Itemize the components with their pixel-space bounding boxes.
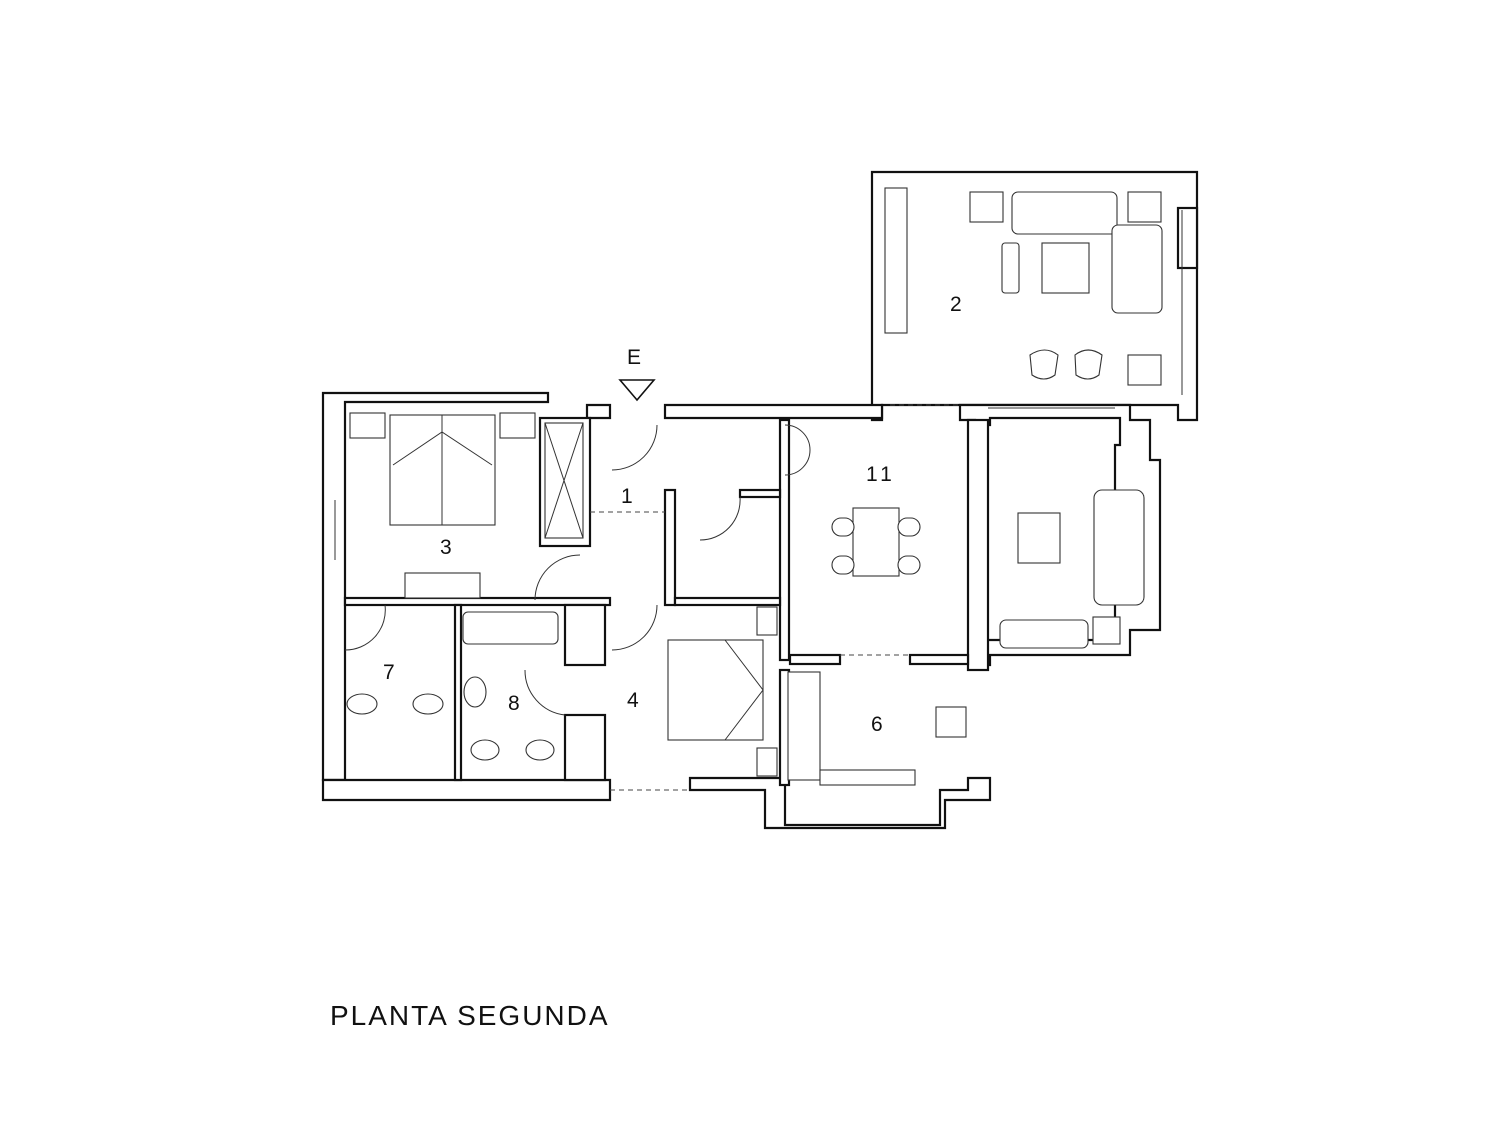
openings xyxy=(334,210,1183,791)
nightstand xyxy=(349,412,386,439)
kitchen-counter xyxy=(787,671,821,781)
kitchen-counter xyxy=(819,769,916,786)
shelf xyxy=(884,187,908,334)
room-label-8: 8 xyxy=(508,692,520,715)
side-table xyxy=(1092,616,1121,645)
room-labels: 1 2 3 4 6 7 8 11 xyxy=(383,293,962,736)
door-swings xyxy=(344,424,811,716)
side-table xyxy=(1127,354,1162,386)
armchair xyxy=(1074,349,1103,380)
room-label-6: 6 xyxy=(871,713,883,736)
room-label-7: 7 xyxy=(383,661,395,684)
wardrobe xyxy=(544,422,584,539)
nightstand xyxy=(756,747,778,777)
coffee-table xyxy=(1017,512,1061,564)
sofa xyxy=(1011,191,1118,235)
desk xyxy=(404,572,481,599)
room-label-2: 2 xyxy=(950,293,962,316)
nightstand xyxy=(499,412,536,439)
double-bed-room-3 xyxy=(389,414,496,526)
entrance-label: E xyxy=(627,346,641,369)
toilet xyxy=(470,739,500,761)
double-bed-room-4 xyxy=(667,639,764,741)
tv-stand xyxy=(1001,242,1020,294)
nightstand xyxy=(756,606,778,636)
toilet xyxy=(412,693,444,715)
side-table xyxy=(1127,191,1162,223)
bidet xyxy=(346,693,378,715)
bathtub xyxy=(462,611,559,645)
room-label-11: 11 xyxy=(866,463,896,486)
entrance-marker: E xyxy=(618,346,656,402)
armchair xyxy=(1029,349,1059,380)
furniture xyxy=(346,187,1163,786)
dining-table xyxy=(831,507,921,577)
room-label-1: 1 xyxy=(621,485,633,508)
room-label-4: 4 xyxy=(627,689,639,712)
sofa xyxy=(1093,489,1145,606)
sofa xyxy=(999,619,1089,649)
sofa xyxy=(1111,224,1163,314)
plan-title: PLANTA SEGUNDA xyxy=(330,1000,610,1031)
room-label-3: 3 xyxy=(440,536,452,559)
sink xyxy=(463,676,487,708)
coffee-table xyxy=(1041,242,1090,294)
cooktop xyxy=(935,706,967,738)
side-table xyxy=(969,191,1004,223)
bidet xyxy=(525,739,555,761)
